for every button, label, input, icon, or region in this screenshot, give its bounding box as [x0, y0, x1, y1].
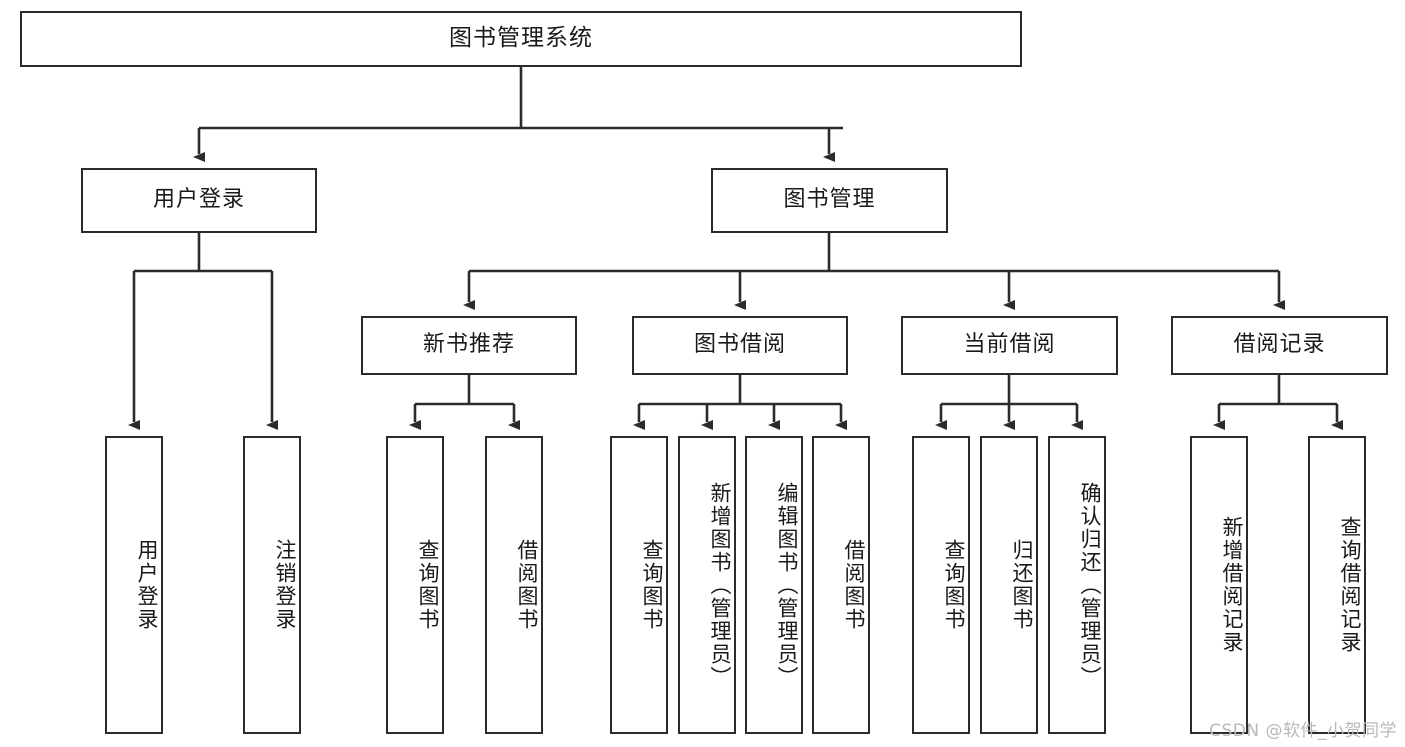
node-user-login[interactable]: 用户登录 — [81, 168, 317, 233]
node-book-management-label: 图书管理 — [783, 187, 876, 213]
leaf-user-login-1[interactable]: 用户登录 — [105, 436, 163, 734]
leaf-book-borrow-3-label: 编辑图书（管理员） — [775, 481, 799, 689]
leaf-user-login-2-label: 注销登录 — [273, 539, 297, 631]
node-new-book-recommend[interactable]: 新书推荐 — [361, 316, 577, 375]
leaf-new-book-recommend-1-label: 查询图书 — [416, 539, 440, 631]
leaf-book-borrow-4-label: 借阅图书 — [842, 539, 866, 631]
watermark: CSDN @软件_小贺同学 — [1209, 721, 1397, 741]
leaf-book-borrow-1-label: 查询图书 — [640, 539, 664, 631]
leaf-user-login-1-label: 用户登录 — [135, 539, 159, 631]
node-current-borrow[interactable]: 当前借阅 — [901, 316, 1118, 375]
node-new-book-recommend-label: 新书推荐 — [422, 332, 515, 358]
leaf-book-borrow-2[interactable]: 新增图书（管理员） — [678, 436, 736, 734]
node-book-borrow-label: 图书借阅 — [693, 332, 786, 358]
leaf-book-borrow-1[interactable]: 查询图书 — [610, 436, 668, 734]
leaf-new-book-recommend-2[interactable]: 借阅图书 — [485, 436, 543, 734]
leaf-borrow-record-1[interactable]: 新增借阅记录 — [1190, 436, 1248, 734]
node-borrow-record-label: 借阅记录 — [1233, 332, 1326, 358]
leaf-borrow-record-2-label: 查询借阅记录 — [1338, 516, 1362, 654]
leaf-current-borrow-1-label: 查询图书 — [942, 539, 966, 631]
leaf-new-book-recommend-2-label: 借阅图书 — [515, 539, 539, 631]
leaf-current-borrow-2[interactable]: 归还图书 — [980, 436, 1038, 734]
leaf-current-borrow-3[interactable]: 确认归还（管理员） — [1048, 436, 1106, 734]
node-user-login-label: 用户登录 — [152, 187, 245, 213]
leaf-current-borrow-2-label: 归还图书 — [1010, 539, 1034, 631]
leaf-current-borrow-1[interactable]: 查询图书 — [912, 436, 970, 734]
leaf-book-borrow-2-label: 新增图书（管理员） — [708, 481, 732, 689]
node-borrow-record[interactable]: 借阅记录 — [1171, 316, 1388, 375]
node-current-borrow-label: 当前借阅 — [963, 332, 1056, 358]
leaf-current-borrow-3-label: 确认归还（管理员） — [1078, 481, 1102, 689]
leaf-user-login-2[interactable]: 注销登录 — [243, 436, 301, 734]
leaf-book-borrow-4[interactable]: 借阅图书 — [812, 436, 870, 734]
leaf-new-book-recommend-1[interactable]: 查询图书 — [386, 436, 444, 734]
leaf-book-borrow-3[interactable]: 编辑图书（管理员） — [745, 436, 803, 734]
node-root[interactable]: 图书管理系统 — [20, 11, 1022, 67]
leaf-borrow-record-2[interactable]: 查询借阅记录 — [1308, 436, 1366, 734]
leaf-borrow-record-1-label: 新增借阅记录 — [1220, 516, 1244, 654]
node-root-label: 图书管理系统 — [449, 25, 593, 52]
node-book-borrow[interactable]: 图书借阅 — [632, 316, 848, 375]
node-book-management[interactable]: 图书管理 — [711, 168, 948, 233]
